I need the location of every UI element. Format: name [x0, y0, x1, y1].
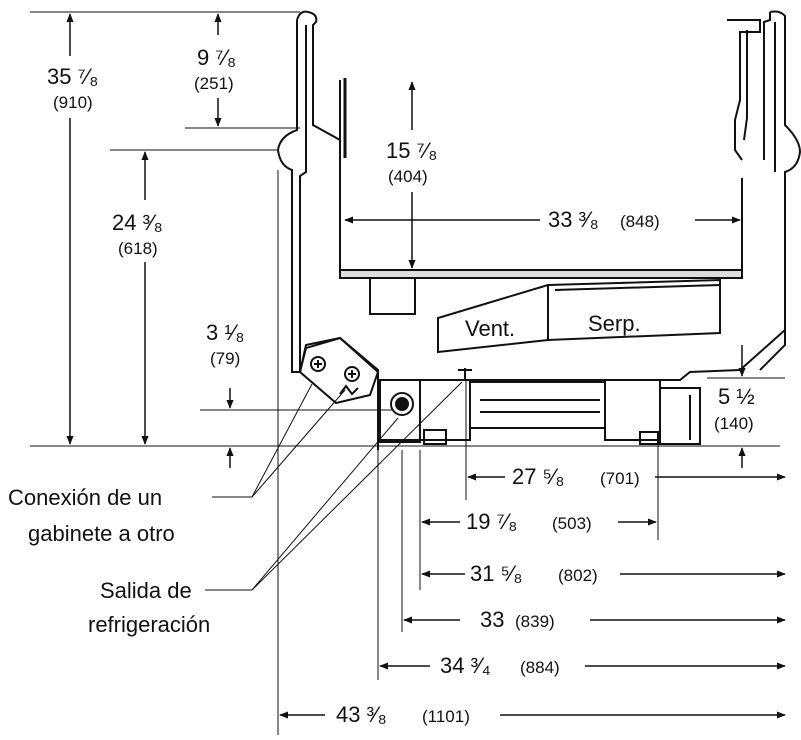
dim-404-main: 15 ⁷⁄₈ — [386, 138, 437, 163]
dim-884-mm: (884) — [520, 658, 560, 677]
note-connection-line2: gabinete a otro — [28, 521, 175, 546]
dimension-arrows — [66, 13, 786, 719]
dim-910-main: 35 ⁷⁄₈ — [47, 64, 98, 89]
dim-839-main: 33 — [480, 607, 504, 632]
dim-140-mm: (140) — [714, 414, 754, 433]
dim-802-mm: (802) — [558, 566, 598, 585]
dim-79-mm: (79) — [210, 349, 240, 368]
connection-plate — [300, 338, 378, 403]
note-refrig-line1: Salida de — [100, 578, 192, 603]
dim-251-mm: (251) — [194, 74, 234, 93]
dimension-labels: 35 ⁷⁄₈ (910) 9 ⁷⁄₈ (251) 24 ³⁄₈ (618) 15… — [47, 45, 755, 727]
note-refrig-line2: refrigeración — [88, 612, 210, 637]
dim-404-mm: (404) — [388, 167, 428, 186]
dim-79-main: 3 ¹⁄₈ — [206, 320, 244, 345]
dim-1101-mm: (1101) — [422, 707, 470, 726]
screw-icon — [311, 357, 325, 371]
note-connection-line1: Conexión de un — [8, 485, 162, 510]
reference-lines — [30, 12, 785, 735]
dim-802-main: 31 ⁵⁄₈ — [470, 561, 523, 586]
notes: Conexión de un gabinete a otro Salida de… — [8, 485, 210, 637]
dim-1101-main: 43 ³⁄₈ — [336, 702, 387, 727]
dim-140-main: 5 ½ — [718, 384, 755, 409]
cabinet-outline — [278, 12, 800, 451]
screw-icon — [345, 367, 359, 381]
serp-label: Serp. — [588, 311, 641, 336]
dim-884-main: 34 ³⁄₄ — [440, 653, 491, 678]
vent-label: Vent. — [465, 316, 515, 341]
dim-251-main: 9 ⁷⁄₈ — [197, 45, 236, 70]
dim-618-mm: (618) — [118, 239, 158, 258]
dim-503-mm: (503) — [552, 514, 592, 533]
dim-910-mm: (910) — [53, 93, 93, 112]
dim-848-main: 33 ³⁄₈ — [548, 207, 599, 232]
dim-839-mm: (839) — [515, 612, 555, 631]
dim-618-main: 24 ³⁄₈ — [112, 210, 163, 235]
dim-701-mm: (701) — [600, 469, 640, 488]
dim-503-main: 19 ⁷⁄₈ — [466, 509, 517, 534]
dim-701-main: 27 ⁵⁄₈ — [512, 464, 565, 489]
dim-848-mm: (848) — [620, 212, 660, 231]
leader-lines — [205, 382, 462, 590]
